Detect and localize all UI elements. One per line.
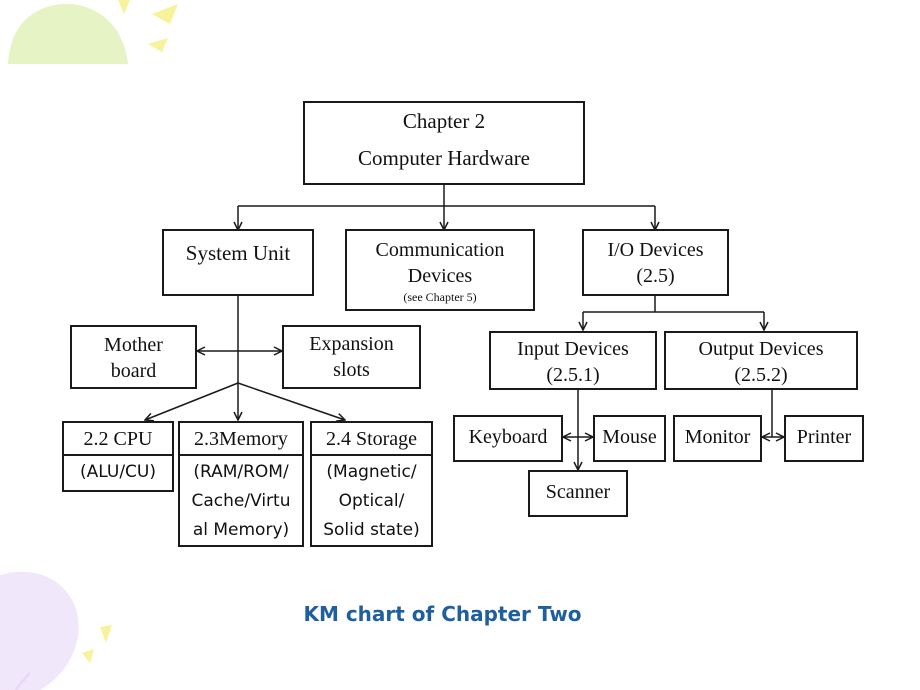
node-chapter-2-line2: Computer Hardware bbox=[357, 146, 531, 170]
node-io-devices-line1: I/O Devices bbox=[607, 239, 704, 261]
node-output-devices: Output Devices (2.5.2) bbox=[664, 331, 858, 390]
node-cpu-divider bbox=[64, 454, 172, 456]
node-storage-detail-line2: Optical/ bbox=[338, 491, 405, 511]
node-io-devices: I/O Devices (2.5) bbox=[582, 229, 729, 296]
node-output-devices-line2: (2.5.2) bbox=[734, 364, 788, 386]
node-expansion-line2: slots bbox=[333, 359, 370, 381]
node-keyboard-label: Keyboard bbox=[468, 426, 548, 448]
node-memory-title: 2.3Memory bbox=[194, 428, 288, 450]
node-memory-detail-line2: Cache/Virtu bbox=[191, 491, 291, 511]
node-storage-detail: (Magnetic/ Optical/ Solid state) bbox=[312, 455, 431, 545]
node-system-unit-label: System Unit bbox=[185, 241, 291, 265]
decor-bottom-left bbox=[0, 571, 112, 690]
node-monitor: Monitor bbox=[673, 415, 762, 462]
node-io-devices-line2: (2.5) bbox=[636, 265, 675, 287]
node-storage-divider bbox=[312, 454, 431, 456]
node-motherboard: Mother board bbox=[70, 325, 197, 389]
node-chapter-2: Chapter 2 Computer Hardware bbox=[303, 101, 585, 185]
node-storage: 2.4 Storage (Magnetic/ Optical/ Solid st… bbox=[310, 421, 433, 547]
node-system-unit: System Unit bbox=[162, 229, 314, 296]
node-input-devices-line2: (2.5.1) bbox=[546, 364, 600, 386]
decor-top-left bbox=[8, 0, 178, 64]
node-communication-line1: Communication bbox=[375, 239, 505, 261]
node-expansion-slots: Expansion slots bbox=[282, 325, 421, 389]
node-cpu-title: 2.2 CPU bbox=[83, 428, 153, 450]
connector-to-storage bbox=[237, 382, 345, 420]
node-storage-detail-line1: (Magnetic/ bbox=[326, 462, 417, 482]
node-motherboard-line2: board bbox=[110, 360, 157, 382]
node-communication-note: (see Chapter 5) bbox=[403, 290, 477, 304]
node-cpu: 2.2 CPU (ALU/CU) bbox=[62, 421, 174, 492]
node-monitor-label: Monitor bbox=[684, 426, 751, 448]
node-scanner: Scanner bbox=[528, 470, 628, 517]
node-mouse-label: Mouse bbox=[602, 426, 657, 448]
node-memory-detail-line3: al Memory) bbox=[192, 520, 290, 540]
node-printer: Printer bbox=[784, 415, 864, 462]
node-input-devices-line1: Input Devices bbox=[517, 338, 629, 360]
node-storage-title: 2.4 Storage bbox=[325, 428, 418, 450]
node-memory-detail-line1: (RAM/ROM/ bbox=[193, 462, 289, 482]
node-memory: 2.3Memory (RAM/ROM/ Cache/Virtu al Memor… bbox=[178, 421, 304, 547]
node-scanner-label: Scanner bbox=[545, 481, 611, 503]
diagram-caption: KM chart of Chapter Two bbox=[303, 602, 582, 626]
node-communication-devices: Communication Devices (see Chapter 5) bbox=[345, 229, 535, 311]
node-chapter-2-line1: Chapter 2 bbox=[402, 109, 486, 133]
node-printer-label: Printer bbox=[796, 426, 852, 448]
node-output-devices-line1: Output Devices bbox=[698, 338, 824, 360]
node-expansion-line1: Expansion bbox=[309, 333, 394, 355]
node-memory-divider bbox=[180, 454, 302, 456]
node-keyboard: Keyboard bbox=[453, 415, 563, 462]
node-communication-line2: Devices bbox=[407, 265, 473, 287]
node-cpu-detail: (ALU/CU) bbox=[79, 462, 156, 482]
node-mouse: Mouse bbox=[593, 415, 666, 462]
node-storage-detail-line3: Solid state) bbox=[323, 520, 420, 540]
node-input-devices: Input Devices (2.5.1) bbox=[489, 331, 657, 390]
node-memory-detail: (RAM/ROM/ Cache/Virtu al Memory) bbox=[180, 455, 302, 545]
node-motherboard-line1: Mother bbox=[104, 334, 163, 356]
connector-to-cpu bbox=[145, 382, 239, 420]
